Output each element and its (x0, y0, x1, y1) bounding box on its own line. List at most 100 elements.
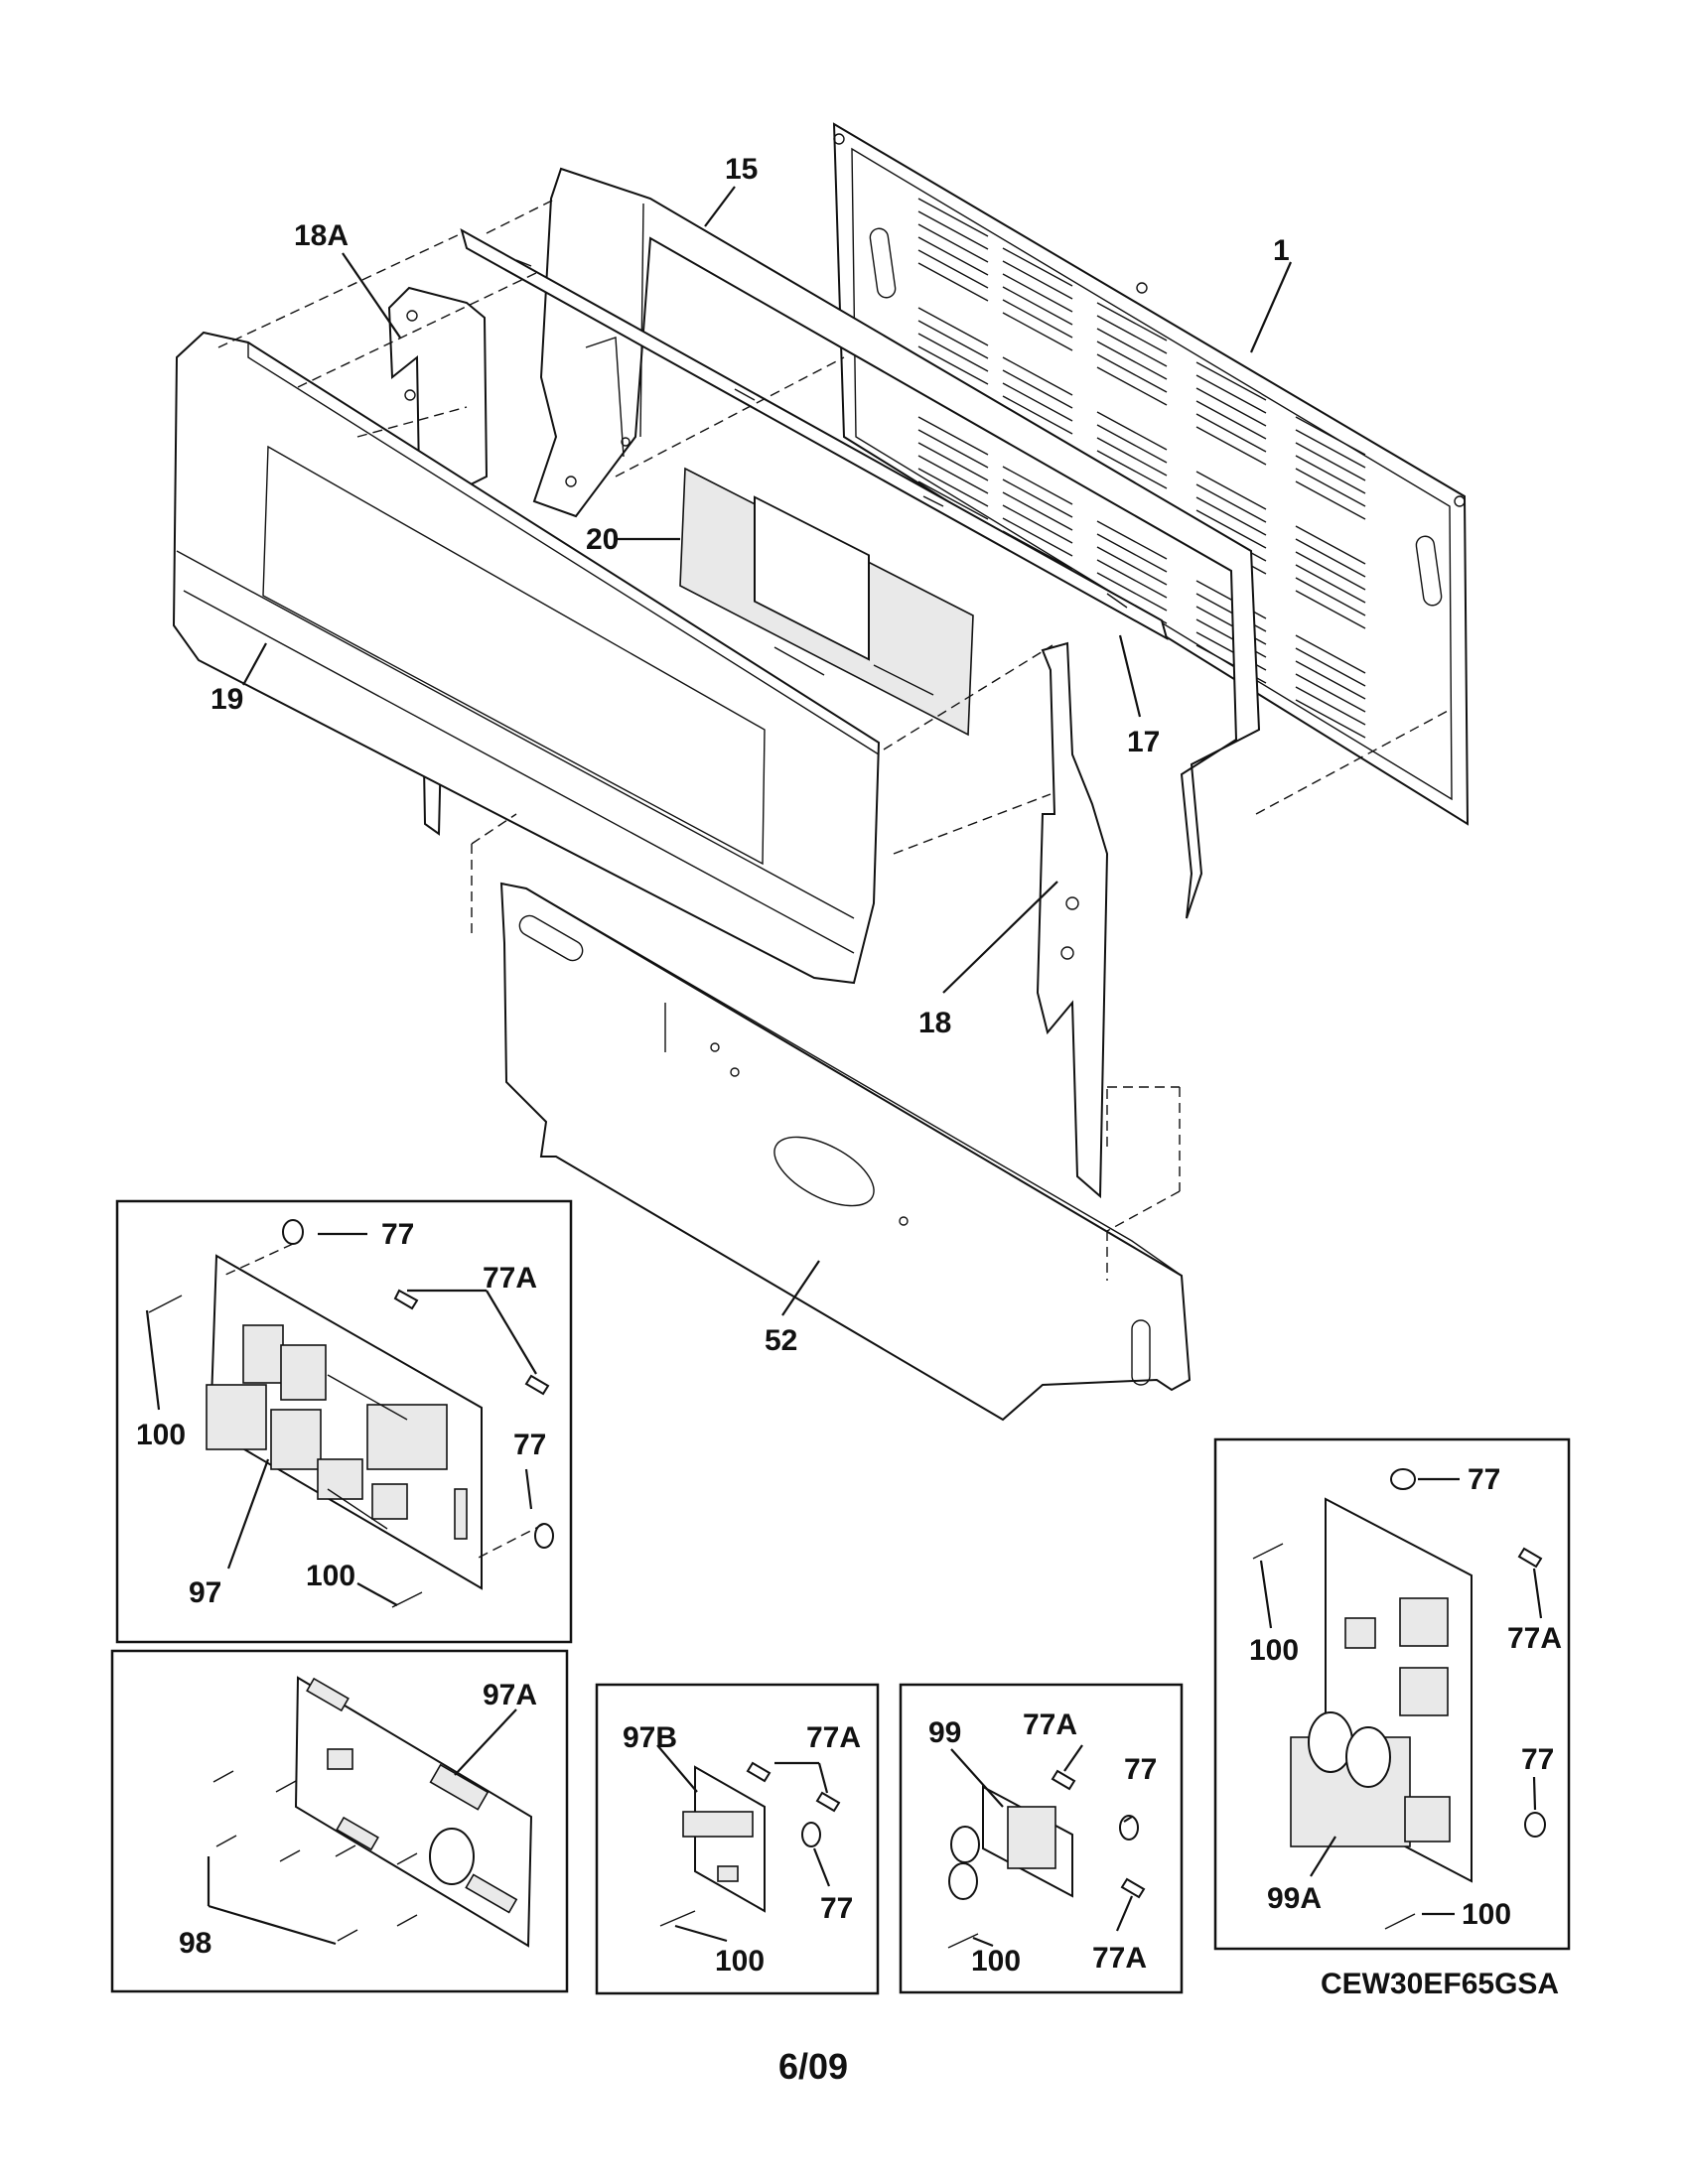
vent-slot (1096, 411, 1168, 451)
vent-slot (1195, 509, 1267, 549)
vent-slot (1295, 590, 1366, 629)
box5-callout-77-top: 77 (1468, 1463, 1500, 1496)
vent-slot (1295, 699, 1366, 739)
vent-slot (1002, 491, 1073, 531)
vent-slot (1096, 341, 1168, 380)
box1-callout-100-left: 100 (136, 1419, 186, 1451)
vent-slot (1295, 686, 1366, 726)
box3-callout-77: 77 (820, 1892, 853, 1925)
vent-slot (1002, 478, 1073, 518)
box2-callout-98: 98 (179, 1927, 211, 1960)
callout-18a: 18A (294, 219, 349, 252)
box3-callout-77a: 77A (806, 1721, 861, 1754)
vent-slot (1002, 299, 1073, 339)
vent-slot (917, 307, 989, 346)
vent-slot (1096, 572, 1168, 612)
callout-20: 20 (586, 523, 619, 556)
vent-slot (1295, 673, 1366, 713)
vent-slot (917, 416, 989, 456)
inset-box-board-99: 99 77A 77 100 77A (899, 1683, 1184, 1994)
vent-slot (1096, 424, 1168, 464)
vent-slot (917, 249, 989, 289)
box5-callout-100: 100 (1249, 1634, 1299, 1667)
box1-callout-77-right: 77 (513, 1429, 546, 1461)
vent-slot (1295, 525, 1366, 565)
vent-slot (1002, 395, 1073, 435)
rear-frame (532, 167, 1261, 919)
vent-slot (917, 480, 989, 520)
vent-slot (1195, 483, 1267, 523)
vent-slot (1295, 660, 1366, 700)
vent-slot (1002, 466, 1073, 505)
vent-slot (917, 236, 989, 276)
vent-slot (917, 333, 989, 372)
vent-slot (1002, 247, 1073, 287)
box4-callout-100: 100 (971, 1945, 1021, 1978)
vent-slot (1096, 328, 1168, 367)
control-board (679, 467, 974, 737)
model-number: CEW30EF65GSA (1321, 1968, 1559, 2000)
vent-slot (1096, 315, 1168, 354)
box4-callout-77a-bottom: 77A (1092, 1942, 1147, 1975)
vent-slot (1096, 546, 1168, 586)
vent-slot (1295, 538, 1366, 578)
callout-1: 1 (1273, 234, 1290, 267)
inset-box-board-97: 77 77A 77 100 97 100 (115, 1199, 573, 1644)
vent-slot (1295, 429, 1366, 469)
box2-callout-97a: 97A (483, 1679, 537, 1711)
box1-callout-97: 97 (189, 1576, 221, 1609)
inset-box-board-99a: 77 100 77A 77 99A 100 (1213, 1437, 1571, 1951)
vent-slot (1295, 564, 1366, 604)
vent-slot (917, 223, 989, 263)
vent-slot (1096, 533, 1168, 573)
vent-slot (1295, 647, 1366, 687)
mounting-rail (460, 227, 1169, 641)
lower-mounting-plate (499, 882, 1192, 1422)
vent-slot (917, 455, 989, 494)
vent-slot (1002, 286, 1073, 326)
vent-slot (917, 468, 989, 507)
vent-slot (1096, 353, 1168, 393)
vent-slot (1195, 387, 1267, 427)
vent-slot (1096, 450, 1168, 489)
box1-callout-100-bottom: 100 (306, 1560, 355, 1592)
box5-callout-77a: 77A (1507, 1622, 1562, 1655)
box5-callout-100-bottom: 100 (1462, 1898, 1511, 1931)
callout-19: 19 (210, 683, 243, 716)
vent-slot (1195, 400, 1267, 440)
vent-slot (1295, 455, 1366, 494)
right-side-bracket (1036, 641, 1109, 1199)
vent-slot (917, 345, 989, 385)
vent-slot (917, 210, 989, 250)
main-leader-lines (242, 186, 1293, 1316)
rear-vent-panel (832, 122, 1470, 826)
box3-callout-100: 100 (715, 1945, 765, 1978)
vent-slot (917, 262, 989, 302)
vent-slot (1195, 471, 1267, 510)
vent-slot (1195, 374, 1267, 414)
vent-slot (1096, 559, 1168, 599)
callout-52: 52 (765, 1324, 797, 1357)
inset-box-board-97b: 97B 77A 77 100 (595, 1683, 880, 1995)
box4-callout-99: 99 (928, 1716, 961, 1749)
vent-slot (917, 320, 989, 359)
vent-slot (1002, 356, 1073, 396)
vent-slot (1002, 312, 1073, 351)
vent-slot (1002, 504, 1073, 544)
vent-slot (1295, 577, 1366, 616)
page-number: 6/09 (778, 2046, 848, 2087)
box5-callout-99a: 99A (1267, 1882, 1322, 1915)
vent-slot (1002, 369, 1073, 409)
vent-slot (917, 442, 989, 481)
vent-slots (917, 198, 1366, 739)
vent-slot (1002, 517, 1073, 557)
main-callouts: 15 1 18A 19 20 17 18 52 (210, 153, 1290, 1357)
alignment-dashes (217, 198, 1451, 1281)
callout-15: 15 (725, 153, 758, 186)
vent-slot (1002, 260, 1073, 300)
vent-slot (1295, 416, 1366, 456)
vent-slot (1295, 442, 1366, 481)
vent-slot (1295, 634, 1366, 674)
vent-slot (1195, 496, 1267, 536)
